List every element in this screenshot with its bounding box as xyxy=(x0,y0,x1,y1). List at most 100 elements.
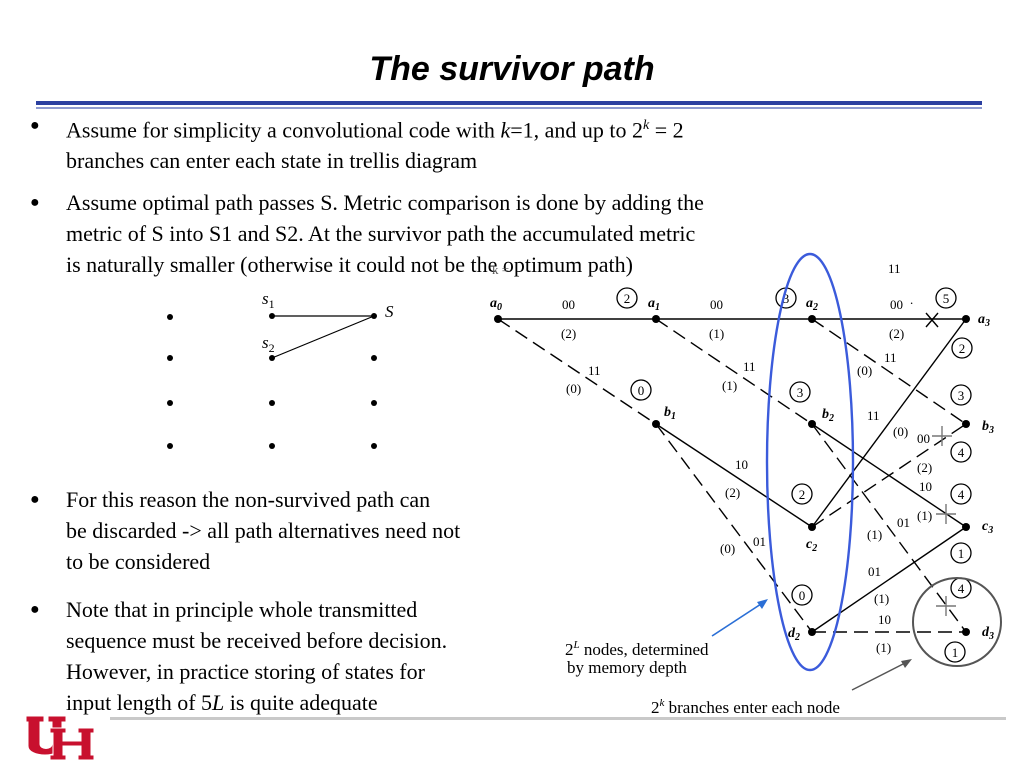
svg-text:2: 2 xyxy=(624,291,631,306)
label-a1: a1 xyxy=(648,296,660,313)
branches-arrowhead xyxy=(901,659,912,668)
bullet-2-line-1: Assume optimal path passes S. Metric com… xyxy=(66,190,704,215)
title-rule-thin xyxy=(36,107,982,109)
node-c2 xyxy=(808,523,816,531)
dist-a1b2: (1) xyxy=(722,378,737,393)
bullet-4-line-4: input length of 5L is quite adequate xyxy=(66,687,586,718)
trellis-nodes xyxy=(494,315,970,636)
bullet-3: ● For this reason the non-survived path … xyxy=(30,484,586,577)
node-a3 xyxy=(962,315,970,323)
grid-dot xyxy=(167,314,173,320)
grid-dot xyxy=(371,400,377,406)
branch-c2-b3 xyxy=(811,423,967,528)
dist-a0a1: (2) xyxy=(561,326,576,341)
bullet-text: =1, and up to 2 xyxy=(510,117,643,143)
slide-title: The survivor path xyxy=(369,50,655,88)
metric-c2: 2 xyxy=(791,483,813,505)
bullet-dot: ● xyxy=(30,117,40,134)
metric-a3: 5 xyxy=(935,287,957,309)
label-b1: b1 xyxy=(664,405,676,422)
bullet-text: is quite adequate xyxy=(224,690,378,715)
branch-b1-c2 xyxy=(655,423,813,528)
bullet-1-line-2: branches can enter each state in trellis… xyxy=(66,148,478,174)
dist-a0b1: (0) xyxy=(566,381,581,396)
bullet-2-line-3: is naturally smaller (otherwise it could… xyxy=(66,252,633,277)
bullet-4-line-1: Note that in principle whole transmitted xyxy=(66,597,418,622)
svg-text:3: 3 xyxy=(958,388,965,403)
code-c2c3: 10 xyxy=(919,479,932,494)
bullet-4: ● Note that in principle whole transmitt… xyxy=(30,594,586,718)
svg-text:1: 1 xyxy=(958,546,965,561)
node-a0 xyxy=(494,315,502,323)
bullet-1: ● Assume for simplicity a convolutional … xyxy=(30,110,896,176)
code-a1a2: 00 xyxy=(710,297,723,312)
code-b2b3: 00 xyxy=(917,431,930,446)
label-a0: a0 xyxy=(490,296,502,313)
node-b3 xyxy=(962,420,970,428)
s1-label: s1 xyxy=(262,289,275,311)
grid-dot xyxy=(167,443,173,449)
node-b2 xyxy=(808,420,816,428)
svg-text:2: 2 xyxy=(799,487,806,502)
label-d3: d3 xyxy=(982,625,994,642)
bullet-1-line-1: Assume for simplicity a convolutional co… xyxy=(66,110,896,145)
column-highlight-ellipse xyxy=(765,252,855,672)
metric-b3a: 3 xyxy=(950,384,972,406)
svg-text:5: 5 xyxy=(943,291,950,306)
svg-text:1: 1 xyxy=(952,645,959,660)
branch-a0-b1 xyxy=(497,318,657,425)
path-metrics: 2 3 5 2 0 3 3 4 2 4 1 0 4 1 xyxy=(616,287,973,663)
bullet-3-line-1: For this reason the non-survived path ca… xyxy=(66,487,431,512)
node-d3 xyxy=(962,628,970,636)
metric-d2: 0 xyxy=(791,584,813,606)
metric-d3a: 4 xyxy=(950,577,972,599)
grid-dot xyxy=(371,355,377,361)
svg-text:0: 0 xyxy=(799,588,806,603)
node-b1 xyxy=(652,420,660,428)
node-c3 xyxy=(962,523,970,531)
code-a0a1: 00 xyxy=(562,297,575,312)
top-k-label: k = xyxy=(492,262,509,277)
label-b2: b2 xyxy=(822,407,834,424)
svg-text:4: 4 xyxy=(958,487,965,502)
branch-a2-b3 xyxy=(811,318,967,425)
top-dot: . xyxy=(910,292,913,307)
node-labels: a0 a1 a2 a3 b1 b2 b3 c2 c3 d2 d3 xyxy=(490,296,994,643)
code-b1d2: 01 xyxy=(753,534,766,549)
trellis-diagram xyxy=(497,312,967,633)
svg-text:0: 0 xyxy=(638,383,645,398)
university-logo xyxy=(25,715,95,761)
code-top-a3: 11 xyxy=(888,261,901,276)
dist-a2b3: (0) xyxy=(857,363,872,378)
branch-b2-d3 xyxy=(811,423,967,633)
nodes-arrow xyxy=(711,601,765,637)
label-d2: d2 xyxy=(788,626,800,643)
branches-annotation: 2k branches enter each node xyxy=(651,697,840,717)
branch-b1-d2 xyxy=(655,423,813,633)
node-highlight-circle xyxy=(912,577,1002,667)
label-c2: c2 xyxy=(806,537,817,554)
code-a2a3: 00 xyxy=(890,297,903,312)
dist-b1d2: (0) xyxy=(720,541,735,556)
node-d2 xyxy=(808,628,816,636)
svg-text:3: 3 xyxy=(783,291,790,306)
bullet-2: ● Assume optimal path passes S. Metric c… xyxy=(30,187,896,280)
bullet-italic: k xyxy=(500,117,511,143)
metric-c3b: 1 xyxy=(950,542,972,564)
dist-d2d3: (1) xyxy=(876,640,891,655)
branch-labels: k = 11 . 00 (2) 00 (1) 00 (2) 11 (0) 11 … xyxy=(492,261,932,655)
label-c3: c3 xyxy=(982,519,993,536)
code-a1b2: 11 xyxy=(743,359,756,374)
bullet-3-line-2: be discarded -> all path alternatives ne… xyxy=(66,518,461,543)
label-a3: a3 xyxy=(978,312,990,329)
svg-text:4: 4 xyxy=(958,445,965,460)
svg-text:3: 3 xyxy=(797,385,804,400)
grid-dot xyxy=(269,443,275,449)
title-rule xyxy=(36,101,982,105)
code-d2d3: 10 xyxy=(878,612,891,627)
bullet-3-line-3: to be considered xyxy=(66,549,211,574)
metric-b3b: 4 xyxy=(950,441,972,463)
metric-c3a: 4 xyxy=(950,483,972,505)
bullet-2-line-2: metric of S into S1 and S2. At the survi… xyxy=(66,221,696,246)
branches-arrow xyxy=(851,661,908,691)
